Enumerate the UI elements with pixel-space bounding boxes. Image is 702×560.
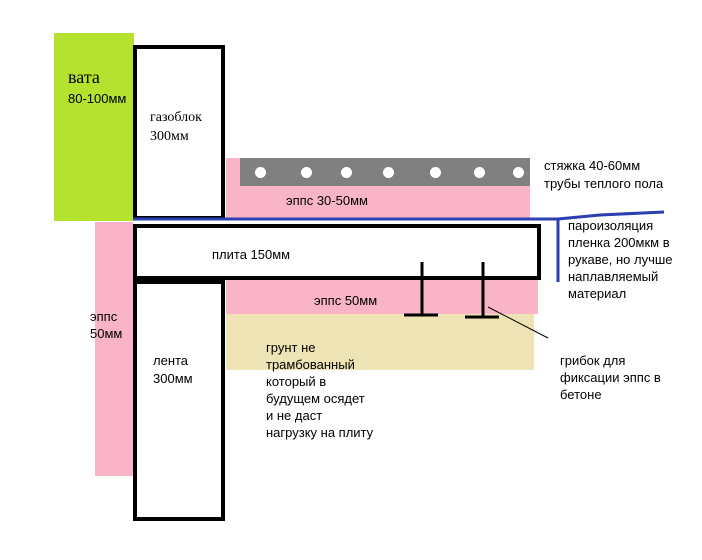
pipe-circle-icon [513,167,524,178]
anchor-label: грибок для фиксации эппс в бетоне [560,353,661,402]
soil-label: грунт не трамбованный который в будущем … [266,340,374,440]
epps-top-label: эппс 30-50мм [286,193,368,208]
anchor-dowel-icon [465,262,499,319]
ungraded-soil [226,314,534,370]
epps-side-label: эппс 50мм [90,309,123,341]
strip-size: 300мм [153,371,193,386]
epps-under-label: эппс 50мм [314,293,378,308]
epps-side-insulation [95,222,133,476]
pipe-circle-icon [301,167,312,178]
gasblock-size: 300мм [150,129,189,144]
pipe-circle-icon [474,167,485,178]
screed-label-line2: трубы теплого пола [544,176,664,191]
pipe-circle-icon [383,167,394,178]
vapor-barrier-label: пароизоляция пленка 200мкм в рукаве, но … [568,218,673,301]
floor-slab [133,224,541,280]
slab-label: плита 150мм [212,247,291,262]
pipe-circle-icon [430,167,441,178]
wool-title: вата [68,67,100,87]
wool-size: 80-100мм [68,91,127,106]
anchor-dowel-icon [404,262,438,317]
vapor-barrier-line [133,210,665,282]
strip-name: лента [153,353,189,368]
gasblock-name: газоблок [150,110,202,125]
foundation-strip [133,280,225,521]
pipe-circle-icon [341,167,352,178]
anchor-leader-line [487,306,549,339]
screed-label-line1: стяжка 40-60мм [544,158,641,173]
pipe-circle-icon [255,167,266,178]
mineral-wool-layer [54,33,134,221]
epps-under-slab [226,278,538,314]
